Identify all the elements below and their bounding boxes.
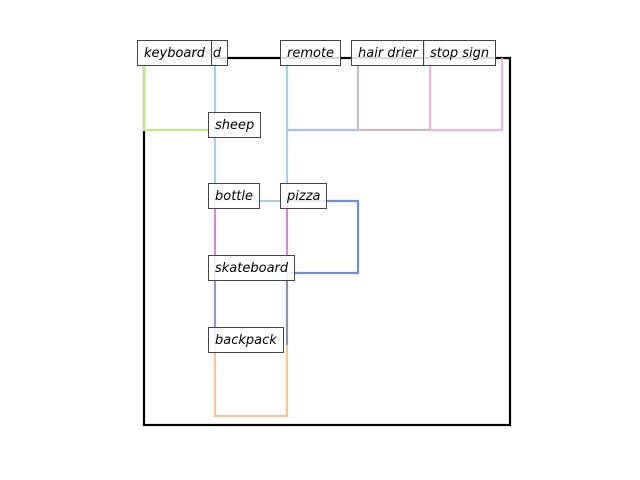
edge-group bbox=[142, 58, 504, 418]
edge-backpack-loop bbox=[213, 345, 289, 418]
edge-remote bbox=[285, 58, 358, 132]
edge-keyboard bbox=[142, 58, 217, 132]
edge-hair-drier bbox=[356, 58, 430, 132]
node-hair-drier: hair drier bbox=[351, 40, 425, 66]
node-pizza: pizza bbox=[280, 183, 328, 209]
edge-stop-sign bbox=[428, 58, 504, 132]
node-stop-sign: stop sign bbox=[423, 40, 497, 66]
node-sheep: sheep bbox=[208, 112, 262, 138]
node-keyboard: keyboard bbox=[137, 40, 212, 66]
edge-pizza bbox=[287, 199, 360, 275]
node-bottle: bottle bbox=[208, 183, 261, 209]
diagram-frame bbox=[142, 56, 512, 427]
node-remote: remote bbox=[280, 40, 342, 66]
node-skateboard: skateboard bbox=[208, 255, 296, 281]
node-backpack: backpack bbox=[208, 327, 284, 353]
